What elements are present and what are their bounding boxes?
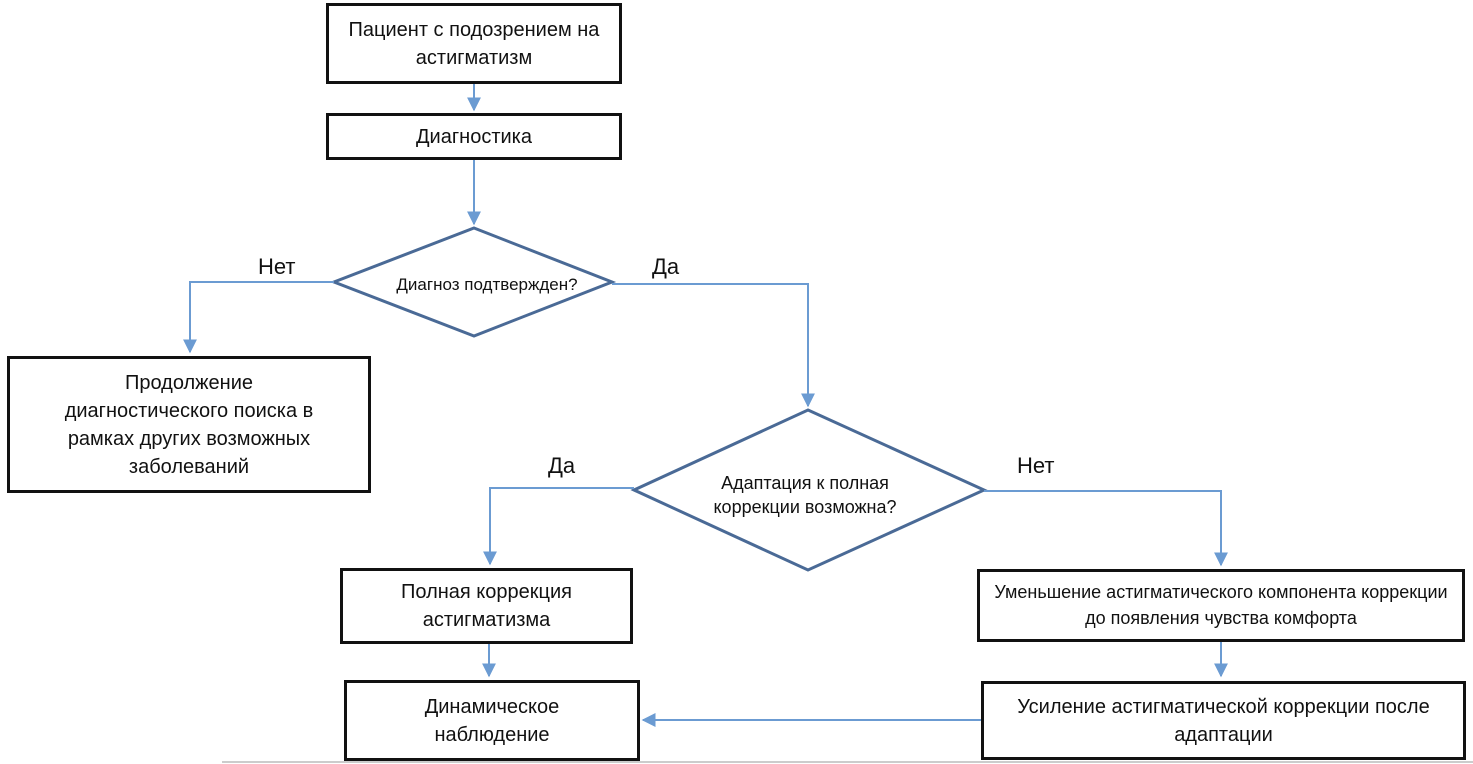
diagnostics-box: Диагностика bbox=[326, 113, 622, 160]
dynamic-observation-box: Динамическое наблюдение bbox=[344, 680, 640, 761]
decision-diamond-confirmed bbox=[329, 226, 617, 338]
connector-yes-to-adaptation bbox=[612, 283, 815, 408]
branch-label-confirmed-no: Нет bbox=[258, 254, 296, 279]
increase-correction-label: Усиление астигматической коррекции после… bbox=[1017, 695, 1430, 746]
connector-adaptation-yes-to-full-correction bbox=[483, 487, 634, 566]
branch-label-adaptation-no: Нет bbox=[1017, 453, 1055, 478]
connector-adaptation-no-to-reduce bbox=[984, 490, 1228, 567]
decision-confirmed-label: Диагноз подтвержден? bbox=[396, 274, 578, 294]
start-box: Пациент с подозрением на астигматизм bbox=[326, 3, 622, 84]
increase-correction-box: Усиление астигматической коррекции после… bbox=[981, 681, 1466, 760]
continue-search-label: Продолжение диагностического поиска в ра… bbox=[64, 371, 314, 478]
branch-label-adaptation-yes: Да bbox=[548, 453, 576, 478]
start-label: Пациент с подозрением на астигматизм bbox=[348, 18, 600, 69]
dynamic-observation-label: Динамическое наблюдение bbox=[424, 695, 560, 746]
connector-no-to-continue-search bbox=[183, 281, 334, 354]
diagnostics-label: Диагностика bbox=[416, 125, 532, 148]
full-correction-label: Полная коррекция астигматизма bbox=[401, 581, 572, 631]
continue-search-box: Продолжение диагностического поиска в ра… bbox=[7, 356, 371, 493]
decision-adaptation-label: Адаптация к полная коррекции возможна? bbox=[713, 472, 897, 517]
full-correction-box: Полная коррекция астигматизма bbox=[340, 568, 633, 644]
reduce-component-label: Уменьшение астигматического компонента к… bbox=[994, 582, 1448, 628]
branch-label-confirmed-yes: Да bbox=[652, 254, 680, 279]
decision-diamond-adaptation bbox=[630, 408, 988, 572]
reduce-component-box: Уменьшение астигматического компонента к… bbox=[977, 569, 1465, 642]
